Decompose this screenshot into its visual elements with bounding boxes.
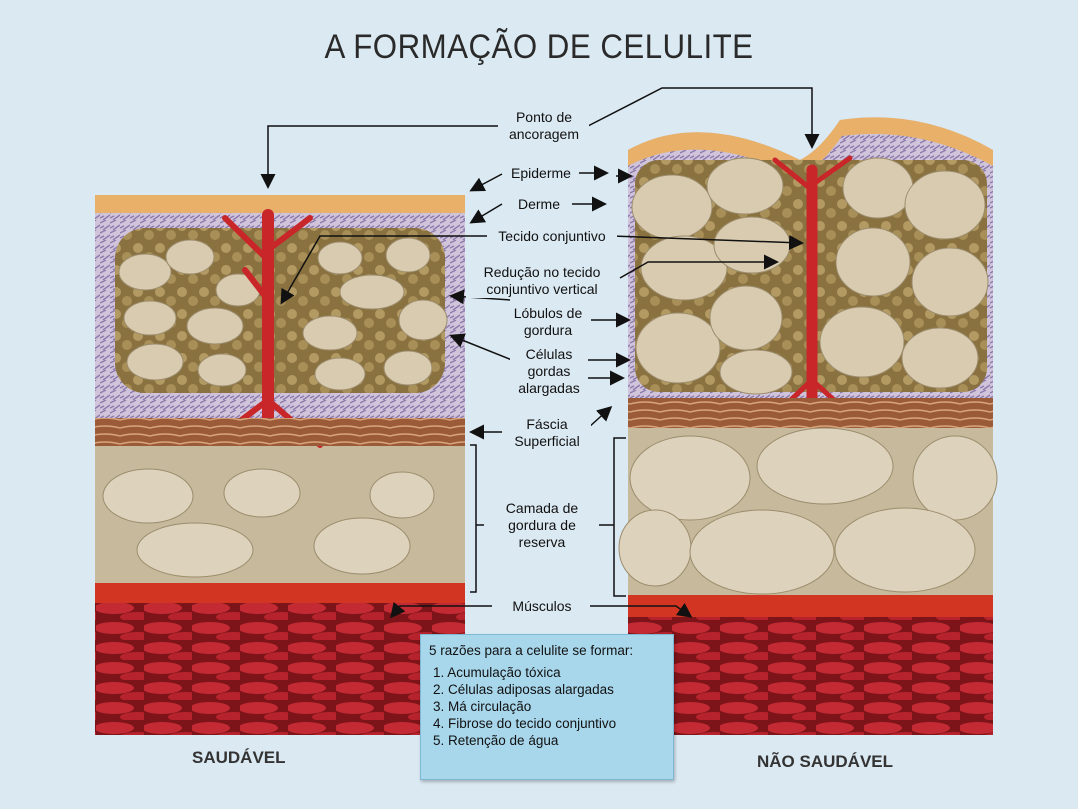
label-fascia: Fáscia Superficial: [503, 416, 591, 450]
label-reserve-fat: Camada de gordura de reserva: [485, 500, 599, 551]
label-reserve-line2: gordura de: [487, 517, 597, 534]
label-muscles: Músculos: [494, 598, 590, 615]
healthy-fascia-layer: [95, 418, 465, 446]
healthy-muscle-membrane: [95, 583, 465, 603]
label-anchor-point: Ponto de ancoragem: [499, 109, 589, 143]
healthy-muscle-layer: [95, 603, 465, 735]
reasons-list: 1. Acumulação tóxica 2. Células adiposas…: [429, 664, 665, 749]
reason-item: 2. Células adiposas alargadas: [433, 681, 665, 698]
caption-unhealthy: NÃO SAUDÁVEL: [757, 752, 893, 772]
label-cells-line1: Células: [512, 346, 586, 363]
label-anchor-line1: Ponto de: [501, 109, 587, 126]
caption-healthy: SAUDÁVEL: [192, 748, 286, 768]
healthy-epidermis-layer: [95, 195, 465, 213]
reason-item: 5. Retenção de água: [433, 732, 665, 749]
label-cells-line2: gordas: [512, 363, 586, 380]
reasons-heading: 5 razões para a celulite se formar:: [429, 643, 665, 658]
label-connective-tissue: Tecido conjuntivo: [487, 228, 617, 245]
label-fascia-line2: Superficial: [505, 433, 589, 450]
label-reduction-line2: conjuntivo vertical: [468, 281, 616, 298]
label-lobules-line2: gordura: [507, 322, 589, 339]
unhealthy-tissue-panel: [619, 117, 997, 735]
label-dermis: Derme: [506, 196, 572, 213]
reason-item: 4. Fibrose do tecido conjuntivo: [433, 715, 665, 732]
diagram-title: A FORMAÇÃO DE CELULITE: [43, 28, 1035, 67]
label-cells-line3: alargadas: [512, 380, 586, 397]
label-epidermis: Epiderme: [503, 165, 579, 182]
label-lobules-line1: Lóbulos de: [507, 305, 589, 322]
reasons-box: 5 razões para a celulite se formar: 1. A…: [420, 634, 674, 780]
unhealthy-muscle-layer: [628, 617, 993, 735]
reason-item: 3. Má circulação: [433, 698, 665, 715]
unhealthy-fascia-layer: [628, 398, 993, 428]
label-fascia-line1: Fáscia: [505, 416, 589, 433]
label-reduction-line1: Redução no tecido: [468, 264, 616, 281]
label-reserve-line1: Camada de: [487, 500, 597, 517]
label-enlarged-cells: Células gordas alargadas: [510, 346, 588, 397]
unhealthy-muscle-membrane: [628, 595, 993, 617]
label-fat-lobules: Lóbulos de gordura: [505, 305, 591, 339]
label-reduction: Redução no tecido conjuntivo vertical: [466, 264, 618, 298]
label-reserve-line3: reserva: [487, 534, 597, 551]
healthy-tissue-panel: [95, 195, 465, 735]
reason-item: 1. Acumulação tóxica: [433, 664, 665, 681]
label-anchor-line2: ancoragem: [501, 126, 587, 143]
